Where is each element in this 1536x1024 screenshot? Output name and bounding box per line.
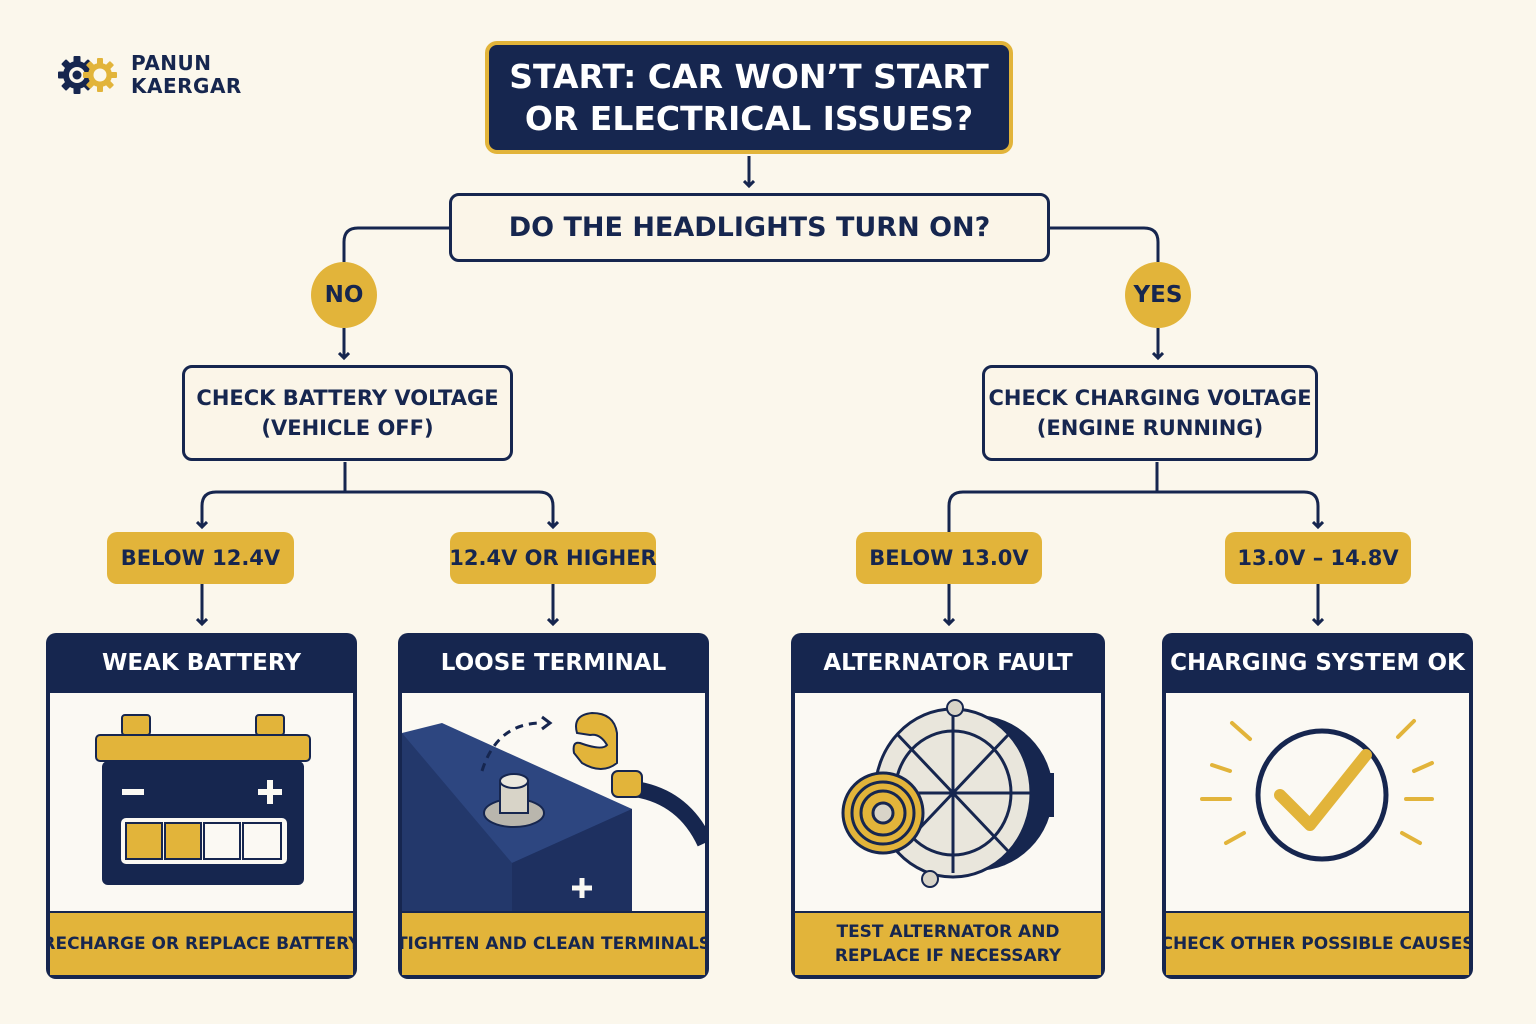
result-card-weak-battery: WEAK BATTERY RECHARGE OR REPLACE BATTERY bbox=[46, 633, 357, 979]
condition-13-0v-14-8v: 13.0V – 14.8V bbox=[1225, 532, 1411, 584]
condition-label: 12.4V OR HIGHER bbox=[449, 546, 657, 570]
card-action-line: REPLACE IF NECESSARY bbox=[834, 946, 1062, 966]
card-illustration bbox=[1166, 693, 1469, 911]
card-title: WEAK BATTERY bbox=[102, 650, 301, 676]
condition-label: BELOW 13.0V bbox=[869, 546, 1029, 570]
check-charging-voltage-node: CHECK CHARGING VOLTAGE (ENGINE RUNNING) bbox=[982, 365, 1318, 461]
card-action: CHECK OTHER POSSIBLE CAUSES bbox=[1162, 911, 1473, 975]
answer-yes-label: YES bbox=[1133, 282, 1183, 308]
result-card-loose-terminal: LOOSE TERMINAL TIGHTEN AND CLEAN TERMINA… bbox=[398, 633, 709, 979]
battery-terminal-icon bbox=[402, 711, 705, 911]
start-node: START: CAR WON’T START OR ELECTRICAL ISS… bbox=[485, 41, 1013, 154]
question-text: DO THE HEADLIGHTS TURN ON? bbox=[508, 212, 991, 243]
start-line-2: OR ELECTRICAL ISSUES? bbox=[524, 98, 974, 138]
card-title: LOOSE TERMINAL bbox=[440, 650, 667, 676]
check-charging-line-2: (ENGINE RUNNING) bbox=[1036, 416, 1264, 440]
condition-below-12-4v: BELOW 12.4V bbox=[107, 532, 294, 584]
headlights-question-node: DO THE HEADLIGHTS TURN ON? bbox=[449, 193, 1050, 262]
condition-label: BELOW 12.4V bbox=[120, 546, 281, 570]
check-battery-voltage-node: CHECK BATTERY VOLTAGE (VEHICLE OFF) bbox=[182, 365, 513, 461]
answer-no-label: NO bbox=[324, 282, 364, 308]
checkmark-icon bbox=[1200, 719, 1434, 862]
brand-name: PANUN KAERGAR bbox=[131, 52, 242, 98]
alternator-icon bbox=[841, 699, 1054, 888]
card-action-line: CHECK OTHER POSSIBLE CAUSES bbox=[1162, 934, 1473, 954]
condition-below-13-0v: BELOW 13.0V bbox=[856, 532, 1042, 584]
brand-logo: PANUN KAERGAR bbox=[55, 52, 265, 102]
card-action: RECHARGE OR REPLACE BATTERY bbox=[46, 911, 357, 975]
answer-no-badge: NO bbox=[311, 262, 377, 328]
check-battery-line-2: (VEHICLE OFF) bbox=[261, 416, 434, 440]
answer-yes-badge: YES bbox=[1125, 262, 1191, 328]
gear-icon bbox=[58, 56, 117, 94]
start-line-1: START: CAR WON’T START bbox=[509, 56, 989, 96]
result-card-alternator-fault: ALTERNATOR FAULT TEST ALTERNATOR AND REP… bbox=[791, 633, 1105, 979]
condition-12-4v-or-higher: 12.4V OR HIGHER bbox=[449, 532, 657, 584]
result-card-charging-system-ok: CHARGING SYSTEM OK CHECK OTHER POSSIBLE … bbox=[1162, 633, 1473, 979]
card-action-line: TIGHTEN AND CLEAN TERMINALS bbox=[398, 934, 709, 954]
card-illustration bbox=[50, 693, 353, 911]
card-action-line: TEST ALTERNATOR AND bbox=[836, 922, 1060, 942]
card-illustration bbox=[402, 693, 705, 911]
check-battery-line-1: CHECK BATTERY VOLTAGE bbox=[196, 386, 499, 410]
card-action: TIGHTEN AND CLEAN TERMINALS bbox=[398, 911, 709, 975]
check-charging-line-1: CHECK CHARGING VOLTAGE bbox=[988, 386, 1312, 410]
card-title: CHARGING SYSTEM OK bbox=[1170, 650, 1465, 676]
battery-icon bbox=[95, 714, 311, 885]
card-title: ALTERNATOR FAULT bbox=[823, 650, 1073, 676]
brand-line-2: KAERGAR bbox=[131, 74, 242, 98]
card-illustration bbox=[795, 693, 1101, 911]
card-action-line: RECHARGE OR REPLACE BATTERY bbox=[46, 934, 357, 954]
card-action: TEST ALTERNATOR AND REPLACE IF NECESSARY bbox=[795, 911, 1101, 975]
brand-line-1: PANUN bbox=[131, 51, 212, 75]
condition-label: 13.0V – 14.8V bbox=[1237, 546, 1399, 570]
